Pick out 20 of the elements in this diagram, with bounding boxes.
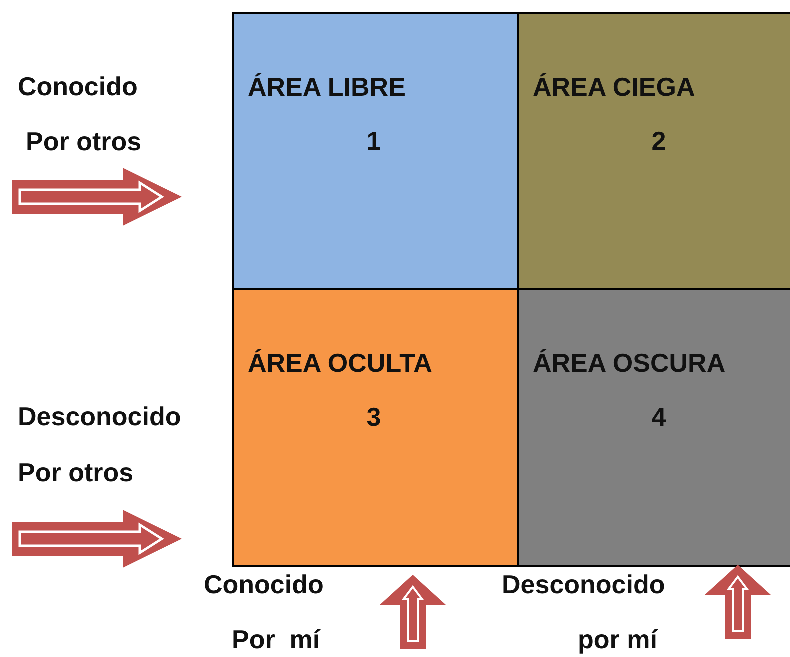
quadrant-title: ÁREA OCULTA [248, 348, 432, 379]
axis-label: Por otros [26, 126, 142, 158]
quadrant-number: 4 [650, 402, 668, 433]
quadrant-box [517, 12, 790, 290]
axis-label: Conocido [18, 72, 138, 102]
axis-label: Desconocido [502, 570, 666, 600]
quadrant-title: ÁREA CIEGA [533, 72, 696, 103]
quadrant-number: 2 [650, 126, 668, 157]
axis-label: Conocido [204, 570, 324, 600]
quadrant-box [517, 288, 790, 567]
axis-label: Por mí [232, 624, 320, 656]
quadrant-box [232, 288, 519, 567]
axis-label: Por otros [18, 458, 134, 488]
quadrant-number: 3 [366, 402, 382, 433]
quadrant-title: ÁREA OSCURA [533, 348, 726, 379]
axis-label: por mí [578, 624, 658, 656]
quadrant-number: 1 [366, 126, 382, 157]
quadrant-box [232, 12, 519, 290]
axis-label: Desconocido [18, 402, 182, 432]
quadrant-title: ÁREA LIBRE [248, 72, 406, 103]
